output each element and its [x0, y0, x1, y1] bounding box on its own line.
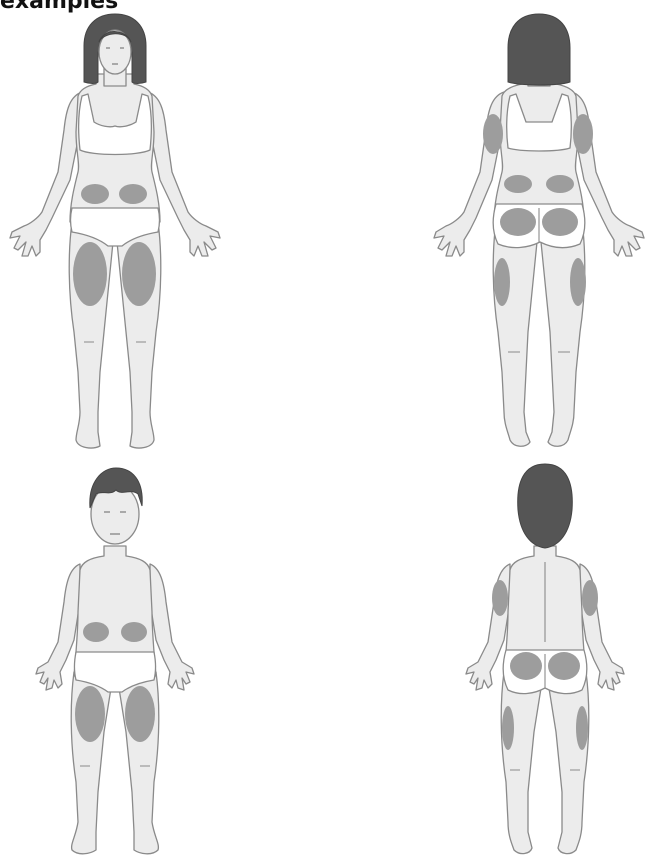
- site-thigh-left: [73, 242, 107, 306]
- site-buttock-left: [510, 652, 542, 680]
- site-outer-thigh-left: [494, 258, 510, 306]
- left-arm: [36, 564, 80, 690]
- site-abdomen-left: [83, 622, 109, 642]
- child-back-hair: [518, 464, 573, 548]
- site-upper-arm-right: [582, 580, 598, 616]
- site-buttock-right: [548, 652, 580, 680]
- site-abdomen-right: [119, 184, 147, 204]
- right-arm: [150, 564, 194, 690]
- site-lower-back-right: [546, 175, 574, 193]
- woman-back-hair: [508, 14, 570, 85]
- site-outer-thigh-right: [576, 706, 588, 750]
- left-leg: [493, 222, 538, 446]
- right-leg: [540, 222, 585, 446]
- left-leg: [501, 672, 542, 854]
- site-abdomen-left: [81, 184, 109, 204]
- site-thigh-right: [125, 686, 155, 742]
- child-front-figure: [30, 452, 200, 857]
- site-upper-arm-right: [573, 114, 593, 154]
- woman-front-figure: [0, 12, 230, 452]
- site-thigh-left: [75, 686, 105, 742]
- woman-back-figure: [430, 12, 648, 452]
- site-abdomen-right: [121, 622, 147, 642]
- site-upper-arm-left: [492, 580, 508, 616]
- site-outer-thigh-right: [570, 258, 586, 306]
- site-thigh-right: [122, 242, 156, 306]
- child-back-figure: [460, 452, 630, 857]
- site-buttock-right: [542, 208, 578, 236]
- site-upper-arm-left: [483, 114, 503, 154]
- site-lower-back-left: [504, 175, 532, 193]
- site-buttock-left: [500, 208, 536, 236]
- right-leg: [548, 672, 589, 854]
- site-outer-thigh-left: [502, 706, 514, 750]
